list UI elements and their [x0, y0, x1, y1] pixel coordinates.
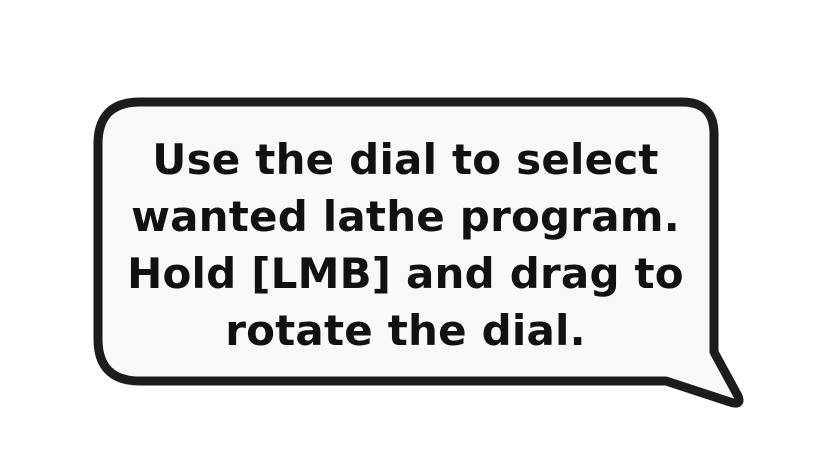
hint-line-4: rotate the dial. — [225, 306, 586, 355]
hint-line-2: wanted lathe program. — [131, 192, 680, 241]
hint-line-1: Use the dial to select — [152, 135, 659, 184]
speech-bubble-text: Use the dial to select wanted lathe prog… — [104, 120, 707, 370]
hint-line-3: Hold [LMB] and drag to — [127, 249, 684, 298]
speech-bubble-outline — [93, 97, 744, 408]
